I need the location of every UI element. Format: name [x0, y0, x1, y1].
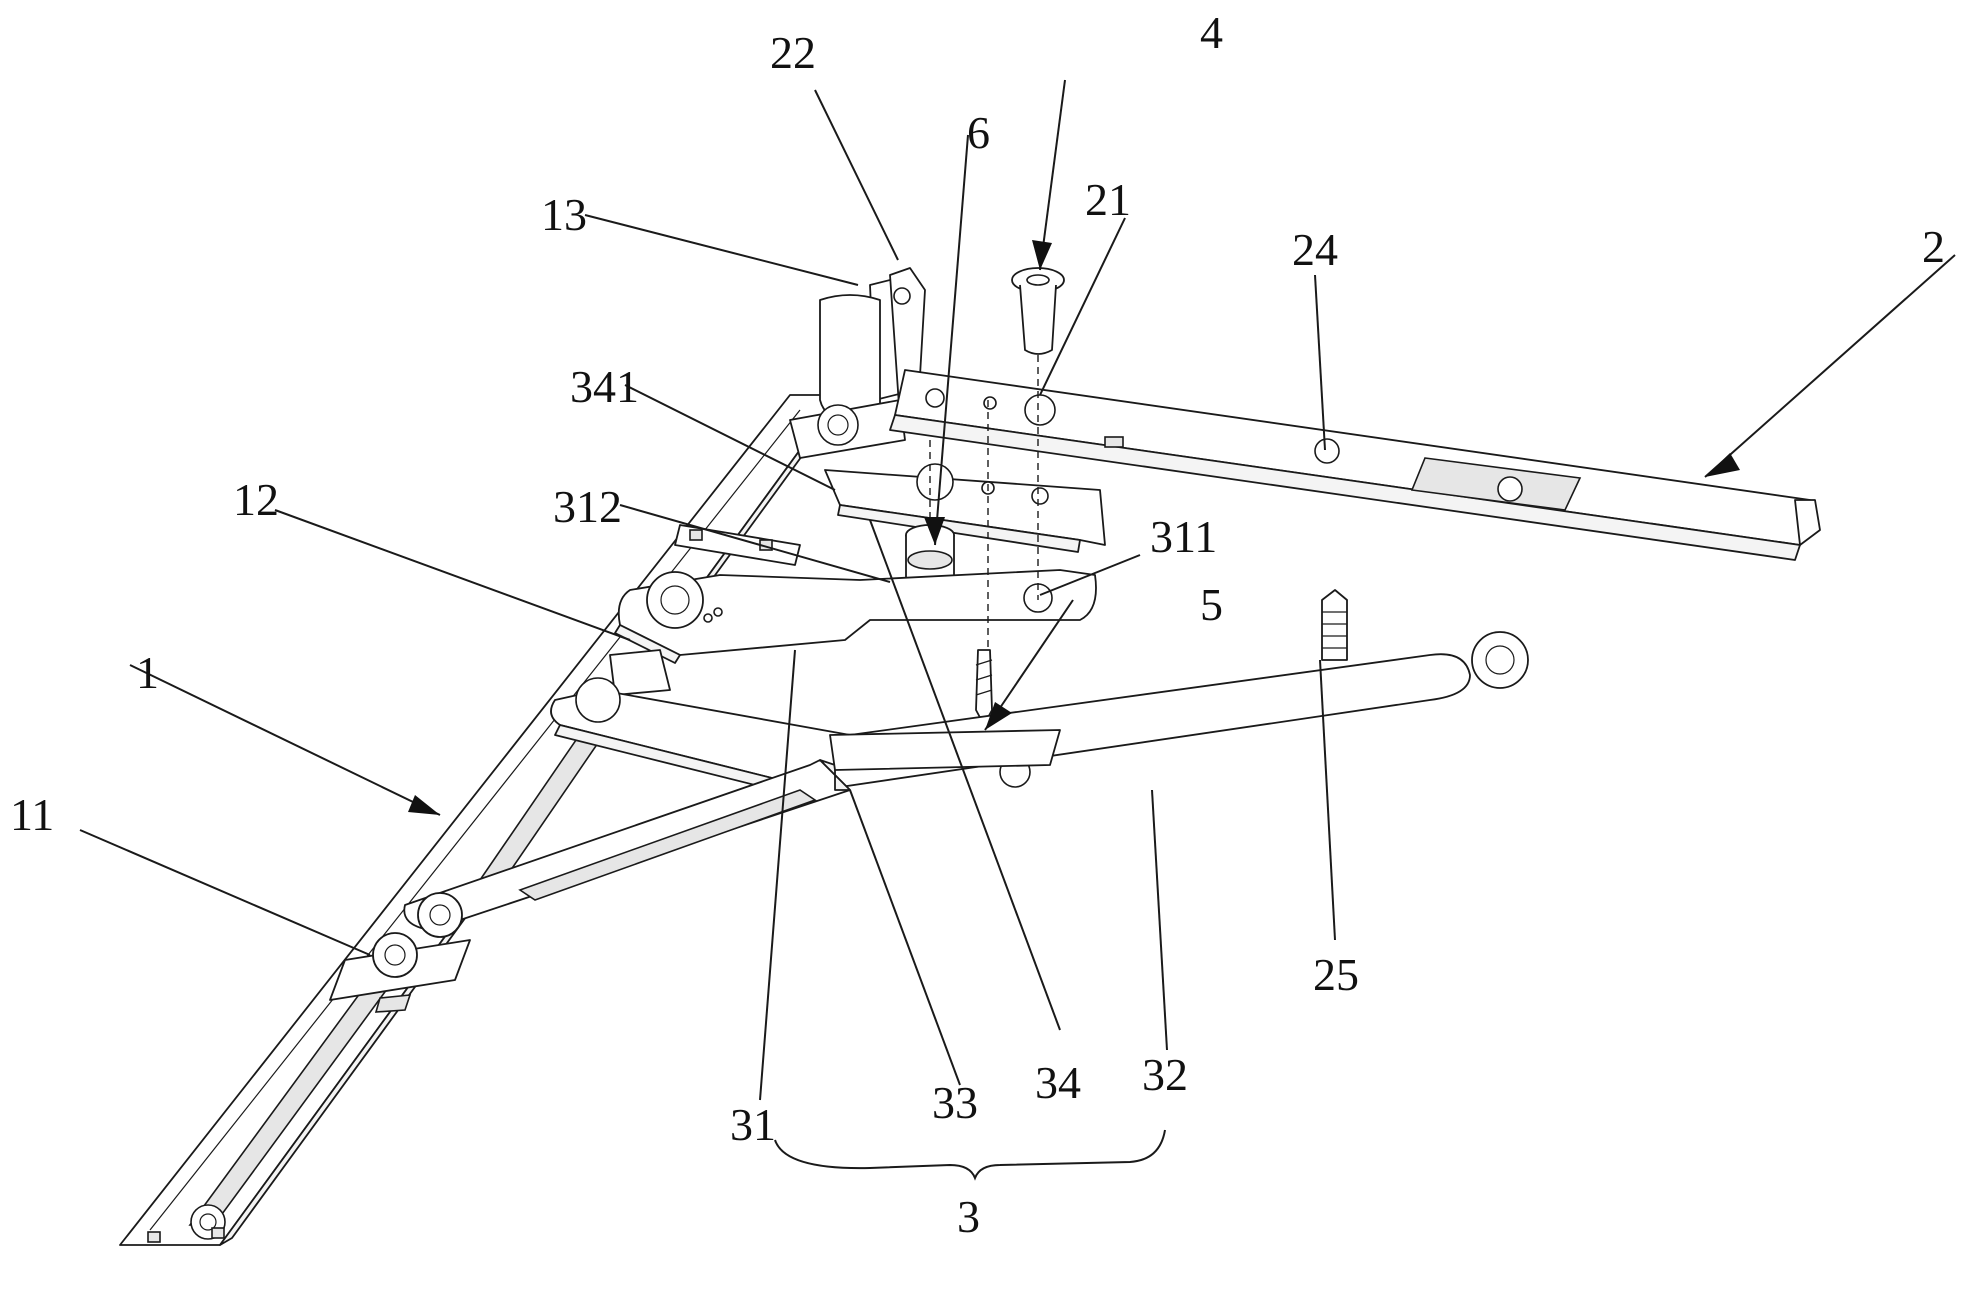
label-1: 1: [136, 647, 159, 698]
lower-arm-part-32: [551, 632, 1528, 800]
label-33: 33: [932, 1077, 978, 1128]
label-5: 5: [1200, 579, 1223, 630]
label-311: 311: [1150, 511, 1217, 562]
label-3: 3: [957, 1191, 980, 1242]
label-32: 32: [1142, 1049, 1188, 1100]
label-25: 25: [1313, 949, 1359, 1000]
label-22: 22: [770, 27, 816, 78]
middle-arm-part-31: [615, 570, 1096, 663]
label-31: 31: [730, 1099, 776, 1150]
label-312: 312: [553, 481, 622, 532]
label-34: 34: [1035, 1057, 1081, 1108]
bushing-part-4: [1012, 268, 1064, 354]
label-6: 6: [967, 107, 990, 158]
label-11: 11: [10, 789, 54, 840]
label-2: 2: [1922, 221, 1945, 272]
plate-part-341: [825, 464, 1105, 552]
label-12: 12: [233, 474, 279, 525]
label-13: 13: [541, 189, 587, 240]
label-24: 24: [1292, 224, 1338, 275]
label-341: 341: [570, 361, 639, 412]
label-4: 4: [1200, 7, 1223, 58]
set-screw-part-25: [1322, 590, 1347, 660]
label-21: 21: [1085, 174, 1131, 225]
